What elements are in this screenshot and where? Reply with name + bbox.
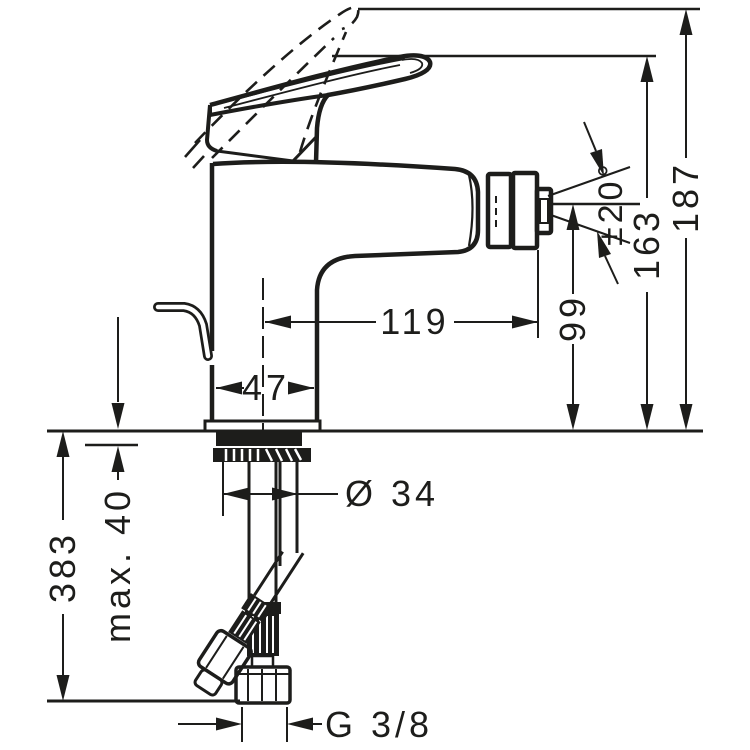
angled-braid-ridges (233, 614, 258, 641)
raised-tip-dash-2 (192, 155, 205, 169)
dim-total-height: 187 (665, 9, 706, 430)
swivel-leader-lower (604, 255, 619, 285)
angled-end-cap (193, 668, 224, 697)
angled-nut-facets (205, 635, 245, 680)
dim-height-to-lever: 163 (626, 56, 667, 430)
dim-383-arrow-top (56, 431, 70, 457)
dim-d34-arrow-right (272, 487, 298, 501)
dim-label-spout-reach: 119 (380, 301, 449, 342)
mounting-flange (216, 431, 302, 446)
dim-swivel-angle: ±20° (547, 121, 631, 285)
nut-facets (237, 669, 289, 701)
raised-lever-inner-dash (211, 37, 335, 159)
dim-47-arrow-right (288, 381, 314, 395)
aerator-tip-inner (539, 198, 549, 224)
raised-lever-top-dash (194, 5, 360, 144)
dim-max40-arrow-up (111, 446, 125, 472)
dim-label-tap-hole: Ø 34 (345, 473, 439, 514)
angled-crimp-ridges (247, 598, 267, 618)
dim-99-arrow-bottom (566, 404, 580, 430)
aerator-collar-1 (485, 171, 514, 250)
dim-connection-thread: G 3/8 (178, 704, 433, 745)
pop-up-rod (153, 302, 213, 361)
dim-hose-length: 383 (42, 431, 83, 701)
tube-walls (247, 462, 299, 602)
dim-max-deck-thickness: max. 40 (97, 317, 138, 643)
dim-g38-arrow-left (216, 717, 242, 731)
plate-vertical-ticks (224, 449, 260, 461)
dim-body-width: 47 (216, 367, 314, 408)
aerator-tip (534, 186, 554, 236)
reference-lines (47, 7, 703, 703)
swivel-arrow-upper (590, 149, 604, 176)
dim-119-arrow-left (265, 315, 291, 329)
handle-cone-bottom (216, 135, 318, 163)
swivel-leader-upper (583, 121, 597, 152)
dim-max40-arrow-down (111, 403, 125, 429)
dim-label-max-deck-thickness: max. 40 (97, 487, 138, 643)
dim-spout-reach: 119 (265, 250, 539, 342)
pop-up-rod-core (155, 304, 211, 359)
dim-187-arrow-top (679, 9, 693, 35)
dim-label-swivel-angle: ±20° (592, 160, 630, 246)
dim-187-arrow-bottom (679, 404, 693, 430)
dim-163-arrow-top (640, 56, 654, 82)
lever-inner-line-1 (220, 58, 406, 104)
angled-hose (193, 550, 305, 697)
dim-label-total-height: 187 (665, 161, 706, 233)
spout-aerator (485, 170, 554, 251)
angled-braid (228, 610, 261, 644)
angled-tube-walls (253, 550, 305, 606)
dim-d34-arrow-left (223, 487, 249, 501)
supply-tubes (247, 462, 299, 602)
raised-lever-rear-dash (298, 31, 348, 153)
dim-tap-hole: Ø 34 (222, 462, 439, 516)
dim-g38-arrow-right (287, 717, 313, 731)
dim-label-height-to-lever: 163 (626, 208, 667, 280)
raised-lever-tip-dashes (184, 139, 205, 169)
handle-lever (204, 53, 433, 164)
dim-99-arrow-top (566, 204, 580, 230)
plate-diagonal-ticks (264, 448, 303, 462)
dim-g38-lines (178, 707, 322, 742)
dim-label-hose-length: 383 (42, 531, 83, 603)
dim-label-body-width: 47 (242, 367, 290, 408)
swivel-rays (547, 166, 631, 244)
braid-ridges (252, 616, 274, 653)
lever-knob-inner (401, 58, 424, 74)
handle-raised-dashed (194, 5, 360, 159)
body-spout-silhouette (212, 159, 481, 421)
aerator-collar-2 (510, 170, 540, 251)
dim-label-connection-thread: G 3/8 (325, 704, 433, 745)
lever-inner-line-2 (223, 64, 401, 109)
mounting-plate-ticks (224, 448, 303, 462)
dim-163-arrow-bottom (640, 404, 654, 430)
dim-spout-outlet-height: 99 (552, 204, 593, 430)
spout-end-arc (467, 174, 474, 247)
pop-up-rod-outline (153, 302, 213, 361)
swivel-arrow-lower (597, 231, 611, 258)
handle-cone-left (204, 104, 218, 153)
dim-label-spout-outlet-height: 99 (552, 294, 593, 342)
dim-47-arrow-left (216, 381, 242, 395)
dim-383-arrow-bottom (56, 675, 70, 701)
dim-119-arrow-right (512, 315, 538, 329)
connection-nut (234, 665, 292, 705)
raised-tip-dash-1 (184, 139, 201, 158)
